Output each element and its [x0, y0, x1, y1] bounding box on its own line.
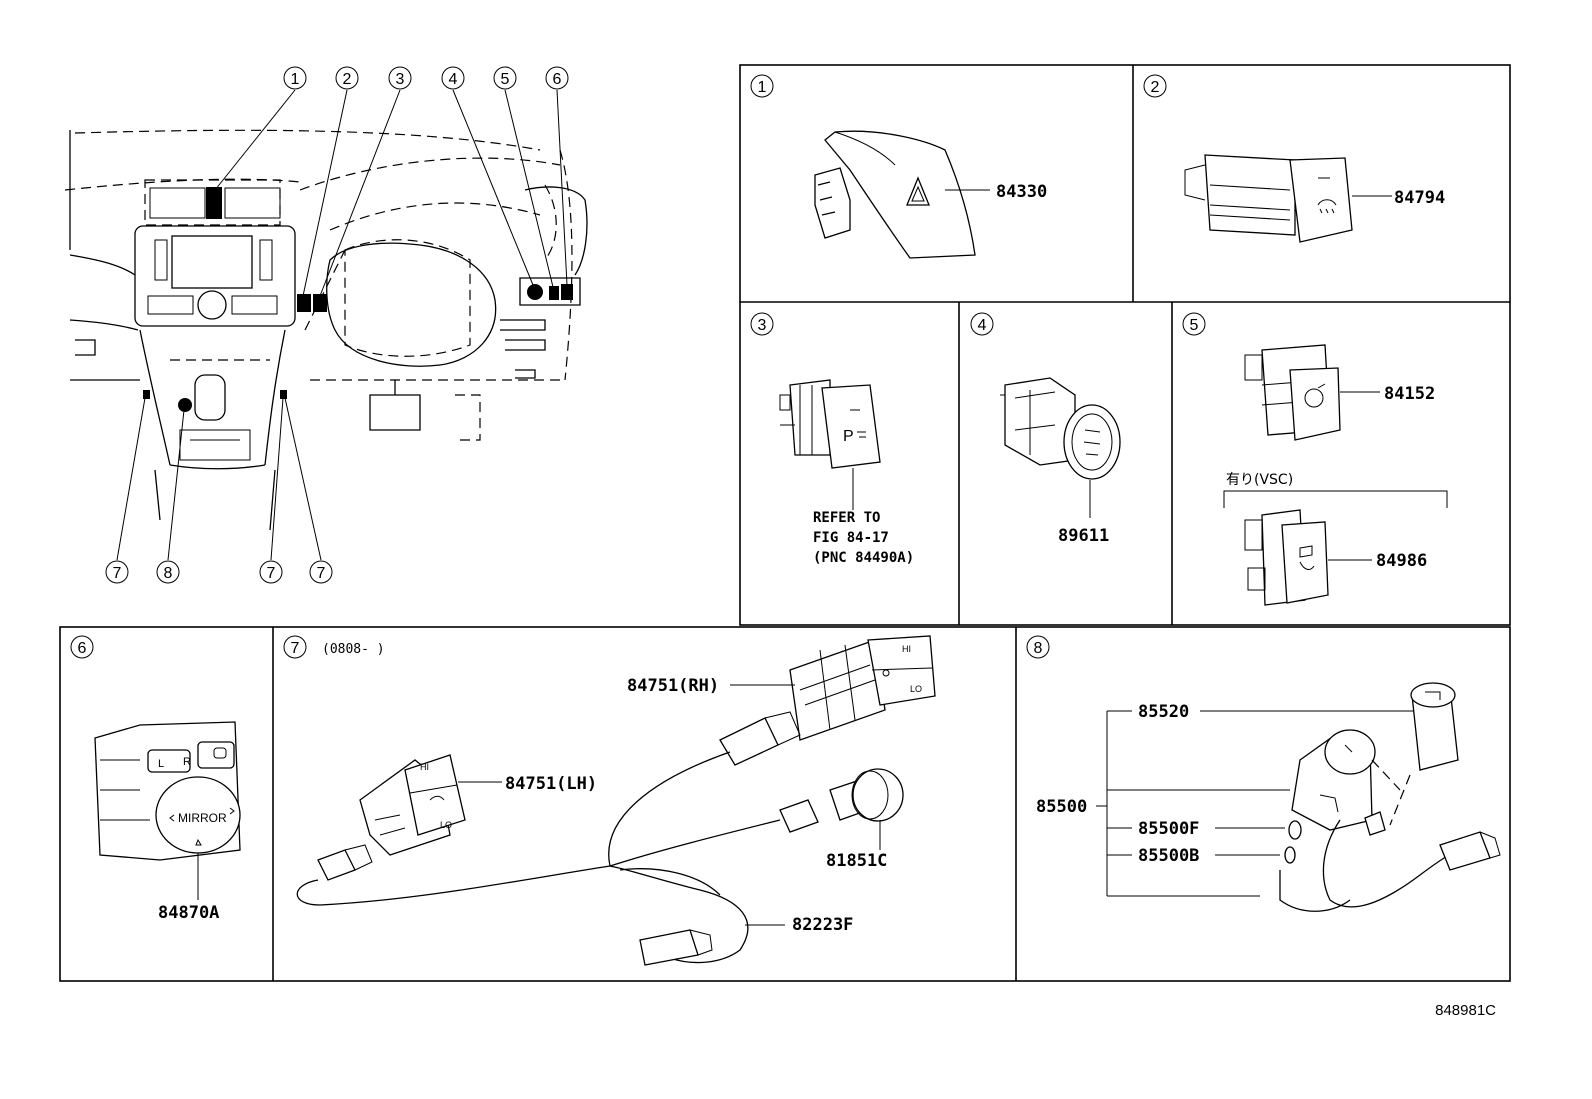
callout-3: 3 — [388, 66, 412, 90]
svg-text:8: 8 — [1034, 640, 1043, 657]
svg-text:LO: LO — [440, 820, 452, 830]
vsc-option-label: 有り(VSC) — [1226, 472, 1293, 488]
svg-text:2: 2 — [1151, 79, 1160, 96]
svg-text:3: 3 — [396, 71, 405, 88]
svg-text:FIG 84-17: FIG 84-17 — [813, 530, 889, 546]
part-label-84751-lh: 84751(LH) — [505, 774, 597, 794]
callout-7a: 7 — [105, 560, 129, 584]
part-label-84794: 84794 — [1394, 188, 1445, 208]
svg-text:3: 3 — [758, 317, 767, 334]
panel-7: 7 (0808- ) HI LO 84751(RH) HI LO — [283, 635, 936, 966]
part-label-84330: 84330 — [996, 182, 1047, 202]
harness-82223F — [296, 751, 819, 966]
part-label-85500F: 85500F — [1138, 819, 1199, 839]
callout-4: 4 — [441, 66, 465, 90]
panel-4: 4 89611 — [970, 312, 1121, 546]
part-label-85500: 85500 — [1036, 797, 1087, 817]
svg-text:1: 1 — [758, 79, 767, 96]
part-label-84751-rh: 84751(RH) — [627, 676, 719, 696]
svg-text:7: 7 — [267, 565, 276, 582]
part-label-85520: 85520 — [1138, 702, 1189, 722]
svg-text:6: 6 — [78, 640, 87, 657]
part-label-85500B: 85500B — [1138, 846, 1199, 866]
hazard-switch-84330 — [814, 130, 976, 259]
panel-1: 1 84330 — [750, 74, 1047, 259]
switch-84152 — [1244, 344, 1341, 441]
part-label-84152: 84152 — [1384, 384, 1435, 404]
part-label-84870A: 84870A — [158, 903, 219, 923]
figure-id: 848981C — [1435, 1002, 1496, 1019]
panel-5: 5 84152 有り(VSC) 84986 — [1182, 312, 1448, 606]
mirror-switch-84870A: L R MIRROR — [94, 721, 241, 861]
seat-heater-switch-lh: HI LO — [359, 754, 466, 856]
callout-1: 1 — [283, 66, 307, 90]
callout-7c: 7 — [309, 560, 333, 584]
svg-text:5: 5 — [1190, 317, 1199, 334]
svg-text:1: 1 — [291, 71, 300, 88]
svg-text:HI: HI — [902, 644, 911, 654]
svg-text:P: P — [843, 428, 854, 445]
date-range: (0808- ) — [322, 642, 385, 657]
callout-2: 2 — [335, 66, 359, 90]
vsc-off-switch-84986 — [1244, 509, 1329, 606]
svg-text:REFER TO: REFER TO — [813, 510, 880, 526]
svg-text:7: 7 — [317, 565, 326, 582]
callout-5: 5 — [493, 66, 517, 90]
part-label-84986: 84986 — [1376, 551, 1427, 571]
callout-7b: 7 — [259, 560, 283, 584]
part-label-82223F: 82223F — [792, 915, 853, 935]
svg-text:7: 7 — [291, 640, 300, 657]
svg-text:8: 8 — [164, 565, 173, 582]
svg-text:4: 4 — [449, 71, 458, 88]
seat-heater-switch-rh: HI LO — [789, 635, 936, 741]
svg-text:R: R — [183, 756, 191, 768]
svg-text:(PNC 84490A): (PNC 84490A) — [813, 550, 914, 566]
panel-6: 6 L R MIRROR 84870A — [70, 635, 241, 923]
parking-assist-switch: P — [779, 379, 881, 469]
knob-81851C — [829, 768, 904, 822]
panel-2: 2 84794 — [1143, 74, 1445, 243]
callout-8: 8 — [156, 560, 180, 584]
engine-start-switch-89611 — [1000, 377, 1121, 480]
part-label-81851C: 81851C — [826, 851, 887, 871]
overview-callouts: 1 2 3 4 5 6 7 8 7 7 — [105, 66, 569, 584]
panel-frames — [59, 64, 1511, 982]
svg-text:5: 5 — [501, 71, 510, 88]
panel-8: 8 85520 85500 85500F 85500B — [1026, 635, 1501, 912]
svg-text:L: L — [158, 758, 164, 770]
callout-6: 6 — [545, 66, 569, 90]
svg-text:6: 6 — [553, 71, 562, 88]
svg-text:2: 2 — [343, 71, 352, 88]
part-label-89611: 89611 — [1058, 526, 1109, 546]
dashboard-overview — [64, 89, 588, 561]
svg-text:4: 4 — [978, 317, 987, 334]
panel-3: 3 P REFER TO FIG 84-17 (PNC 84490A) — [750, 312, 914, 566]
svg-text:7: 7 — [113, 565, 122, 582]
mirror-text: MIRROR — [178, 811, 227, 825]
rear-defog-switch-84794 — [1184, 154, 1353, 243]
svg-text:LO: LO — [910, 684, 922, 694]
svg-text:HI: HI — [420, 762, 429, 772]
power-outlet-assembly — [1279, 682, 1501, 912]
